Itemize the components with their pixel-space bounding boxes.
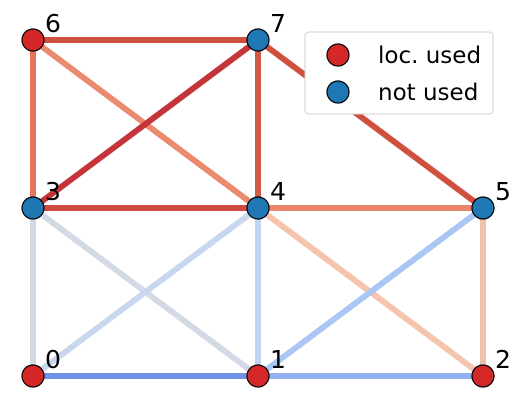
node-2 [471,364,495,388]
node-6 [21,28,45,52]
node-label-layer: 0 1 2 3 4 5 6 7 [45,9,511,374]
legend-marker-used [326,43,350,67]
node-5 [471,196,495,220]
node-label-4: 4 [270,177,286,206]
node-label-3: 3 [45,177,61,206]
node-7 [246,28,270,52]
node-layer [21,28,495,388]
node-1 [246,364,270,388]
edge-layer [30,37,486,379]
edge-7-3 [31,37,260,211]
edge-5-1 [256,205,485,379]
legend: loc. used not used [304,31,494,115]
node-label-6: 6 [45,9,61,38]
node-label-5: 5 [495,177,511,206]
node-4 [246,196,270,220]
node-3 [21,196,45,220]
node-0 [21,364,45,388]
node-label-1: 1 [270,345,286,374]
edge-4-0 [31,205,260,379]
legend-box [304,31,494,115]
edge-7-5 [256,37,485,211]
node-label-7: 7 [270,9,286,38]
legend-label-used: loc. used [378,43,481,69]
legend-marker-not-used [326,80,350,104]
legend-label-not-used: not used [378,80,478,106]
node-label-2: 2 [495,345,511,374]
node-label-0: 0 [45,345,61,374]
